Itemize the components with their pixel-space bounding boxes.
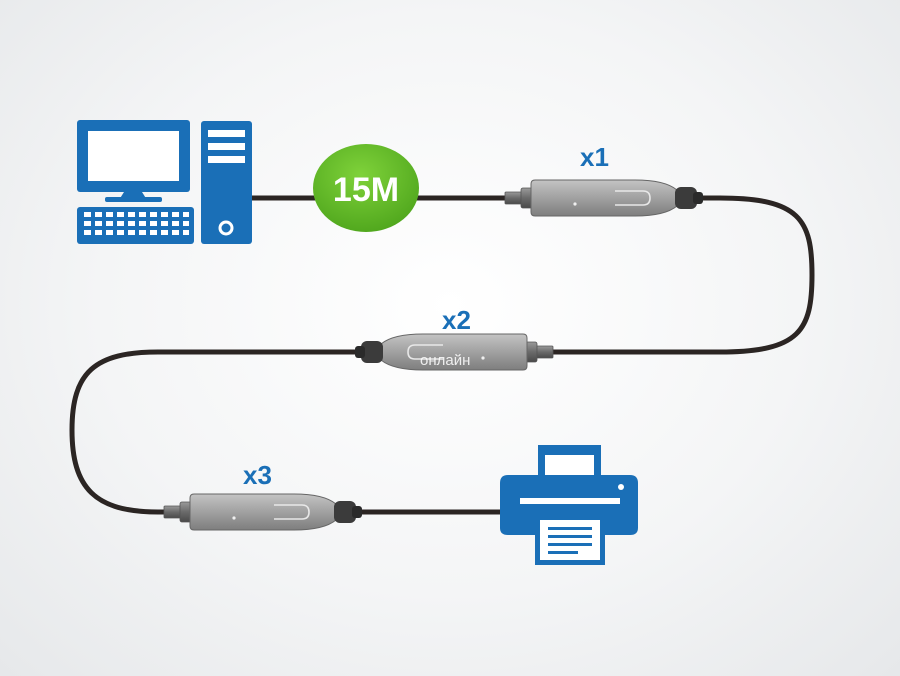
watermark-text: онлайн — [420, 352, 471, 369]
extender-label-3: x3 — [243, 460, 272, 490]
cable-length-badge: 15M — [313, 144, 419, 232]
extender-label-2: x2 — [442, 305, 471, 335]
printer-icon — [500, 445, 638, 565]
extender-1 — [504, 179, 704, 217]
extender-label-1: x1 — [580, 142, 609, 172]
computer-icon — [77, 120, 252, 244]
cable-length-label: 15M — [333, 171, 399, 209]
extender-3 — [163, 493, 363, 531]
